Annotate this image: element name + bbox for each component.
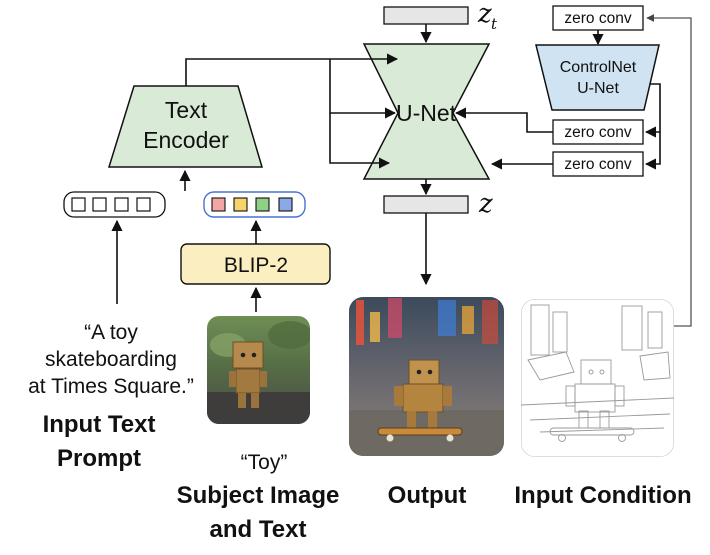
unet: U-Net bbox=[362, 43, 491, 180]
subject-token-green bbox=[255, 197, 270, 212]
text-encoder-shape bbox=[107, 85, 264, 168]
connectors bbox=[111, 14, 692, 327]
unet-label: U-Net bbox=[396, 100, 457, 126]
blip2: BLIP-2 bbox=[180, 243, 331, 285]
subject-text: “Toy” bbox=[241, 451, 288, 474]
zero-conv-mid: zero conv bbox=[552, 119, 644, 145]
latent-input-subscript: t bbox=[491, 15, 498, 33]
caption-subject-2: and Text bbox=[210, 516, 307, 543]
subject-tokens bbox=[203, 191, 306, 218]
subject-token-yellow bbox=[233, 197, 248, 212]
latent-output: z bbox=[383, 189, 493, 219]
subject-toy-photo-icon bbox=[207, 316, 310, 424]
text-token bbox=[92, 197, 107, 212]
caption-output: Output bbox=[388, 482, 467, 509]
blip2-label: BLIP-2 bbox=[224, 254, 288, 277]
text-token bbox=[114, 197, 129, 212]
controlnet-label-2: U-Net bbox=[577, 80, 619, 97]
subject-token-blue bbox=[278, 197, 293, 212]
text-encoder: Text Encoder bbox=[107, 85, 264, 168]
text-encoder-label-2: Encoder bbox=[143, 127, 229, 153]
latent-input-symbol: z bbox=[477, 0, 492, 29]
caption-subject-1: Subject Image bbox=[177, 482, 340, 509]
latent-output-bar bbox=[383, 195, 469, 214]
text-encoder-label-1: Text bbox=[165, 97, 208, 123]
output-times-square-photo-icon bbox=[349, 297, 504, 456]
zero-conv-mid-label: zero conv bbox=[564, 124, 631, 141]
zero-conv-top-label: zero conv bbox=[564, 10, 631, 27]
prompt-line-1: “A toy bbox=[84, 321, 138, 344]
zero-conv-bottom-label: zero conv bbox=[564, 156, 631, 173]
latent-output-symbol: z bbox=[478, 189, 493, 219]
latent-input: z t bbox=[383, 0, 498, 33]
subject-token-pink bbox=[211, 197, 226, 212]
prompt-line-3: at Times Square.” bbox=[28, 375, 194, 398]
text-token bbox=[71, 197, 86, 212]
edge-map-sketch-icon bbox=[521, 299, 674, 457]
arrow-zeroconv-mid-to-unet bbox=[454, 107, 553, 133]
caption-input-text-2: Prompt bbox=[57, 445, 141, 472]
arrow-controlnet-to-zeroconv-bottom bbox=[644, 132, 661, 170]
caption-input-text-1: Input Text bbox=[43, 411, 156, 438]
arrow-encoder-to-unet-top bbox=[185, 53, 399, 86]
text-tokens bbox=[63, 191, 166, 218]
prompt-text: “A toy skateboarding at Times Square.” bbox=[28, 321, 194, 398]
arrow-encoder-to-unet-bottom bbox=[329, 113, 391, 169]
prompt-line-2: skateboarding bbox=[45, 348, 177, 371]
controlnet-label-1: ControlNet bbox=[560, 59, 637, 76]
caption-input-condition: Input Condition bbox=[514, 482, 691, 509]
arrow-condition-to-zeroconv bbox=[646, 14, 692, 327]
controlnet: ControlNet U-Net bbox=[535, 44, 660, 111]
captions: Input Text Prompt Subject Image and Text… bbox=[43, 411, 692, 543]
controlnet-shape bbox=[535, 44, 660, 111]
zero-conv-top: zero conv bbox=[552, 5, 644, 31]
arrow-controlnet-to-zeroconv-mid bbox=[644, 83, 661, 138]
latent-input-bar bbox=[383, 6, 469, 25]
text-token bbox=[136, 197, 151, 212]
zero-conv-bottom: zero conv bbox=[552, 151, 644, 177]
unet-shape bbox=[362, 43, 491, 180]
